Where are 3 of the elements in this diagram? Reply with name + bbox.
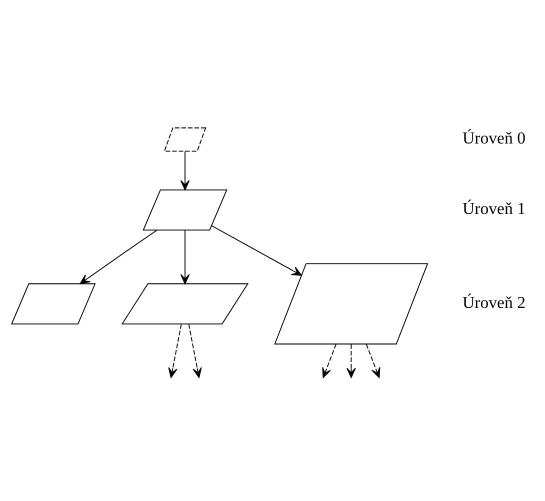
label: Úroveň 0 [462, 128, 526, 148]
label: Úroveň 2 [462, 292, 526, 312]
label: Úroveň 1 [462, 199, 526, 218]
